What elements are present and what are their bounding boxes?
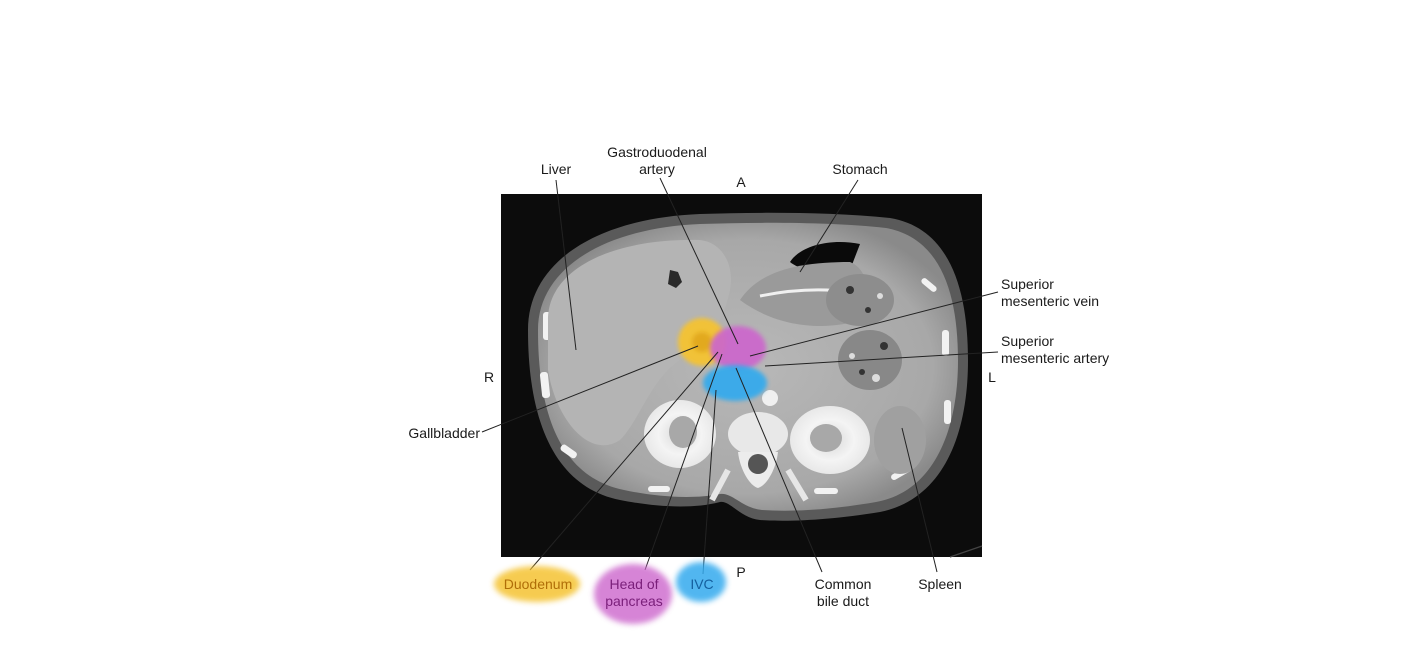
label-duodenum: Duodenum bbox=[503, 576, 573, 592]
spleen-region bbox=[874, 406, 926, 474]
label-gastroduodenal-artery: Gastroduodenal artery bbox=[607, 144, 707, 178]
label-gastroduodenal-artery-line1: Gastroduodenal bbox=[607, 144, 707, 160]
liver-region bbox=[548, 239, 731, 446]
leader-lines bbox=[481, 177, 999, 575]
label-gastroduodenal-artery-line2: artery bbox=[639, 161, 675, 177]
ribs bbox=[539, 278, 951, 494]
label-smv-line2: mesenteric vein bbox=[1001, 293, 1100, 309]
duodenum-label-highlight bbox=[494, 566, 580, 602]
label-smv-line1: Superior bbox=[1001, 276, 1054, 292]
orientation-right: R bbox=[483, 369, 495, 385]
pancreas-label-highlight bbox=[594, 564, 672, 624]
label-ivc: IVC bbox=[690, 576, 714, 592]
label-gallbladder: Gallbladder bbox=[408, 425, 480, 441]
label-sma-line2: mesenteric artery bbox=[1001, 350, 1110, 366]
liver-vessel bbox=[668, 270, 682, 288]
pancreas-highlight bbox=[710, 326, 766, 370]
label-liver: Liver bbox=[540, 161, 572, 177]
label-pancreas-line2: pancreas bbox=[605, 593, 663, 609]
ivc-label-highlight bbox=[676, 562, 726, 602]
label-cbd-line2: bile duct bbox=[816, 593, 870, 609]
label-cbd-line1: Common bbox=[814, 576, 872, 592]
label-pancreas-line1: Head of bbox=[609, 576, 659, 592]
label-head-of-pancreas: Head of pancreas bbox=[605, 576, 663, 610]
label-stomach: Stomach bbox=[832, 161, 888, 177]
aorta bbox=[762, 390, 778, 406]
orientation-left: L bbox=[988, 369, 996, 385]
label-common-bile-duct: Common bile duct bbox=[815, 576, 872, 610]
label-spleen: Spleen bbox=[918, 576, 962, 592]
orientation-posterior: P bbox=[736, 564, 746, 580]
vertebra bbox=[709, 412, 809, 502]
orientation-anterior: A bbox=[736, 174, 746, 190]
ivc-highlight bbox=[703, 365, 767, 401]
label-superior-mesenteric-vein: Superior mesenteric vein bbox=[1001, 276, 1099, 310]
label-superior-mesenteric-artery: Superior mesenteric artery bbox=[1001, 333, 1109, 367]
label-sma-line1: Superior bbox=[1001, 333, 1054, 349]
